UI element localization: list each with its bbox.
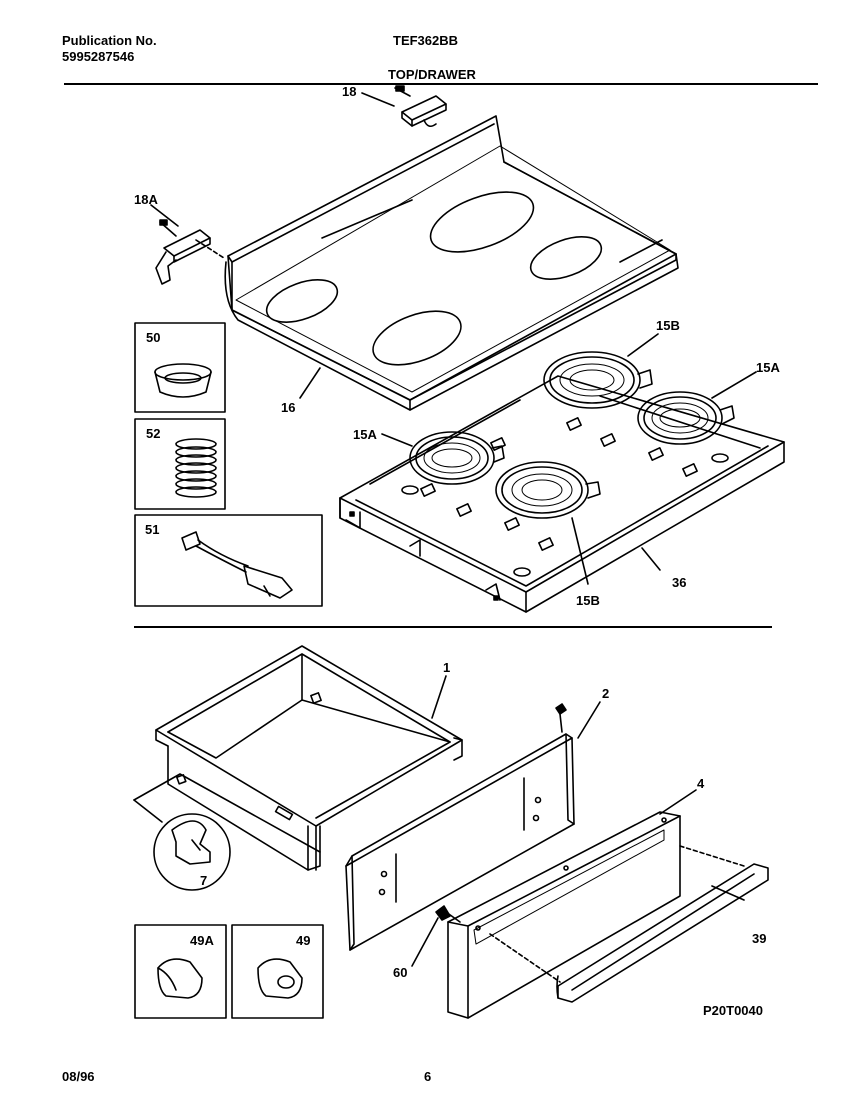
- header-rule: [64, 83, 818, 85]
- radiant-element-15a-left: [381, 431, 505, 485]
- callout-36: 36: [672, 575, 686, 590]
- callout-16: 16: [281, 400, 295, 415]
- inset-box-52: [134, 418, 226, 510]
- callout-60: 60: [393, 965, 407, 980]
- part-60-screw: [411, 905, 461, 967]
- part-4-drawer-panel: [447, 789, 697, 1019]
- part-36-burner-box: [339, 375, 785, 613]
- part-1-drawer: [155, 645, 463, 871]
- inset-box-49a: [134, 924, 227, 1019]
- radiant-element-15b-front: [495, 461, 601, 585]
- part-7-clip-detail: [133, 773, 321, 891]
- callout-50: 50: [146, 330, 160, 345]
- callout-2: 2: [602, 686, 609, 701]
- footer-date: 08/96: [62, 1069, 95, 1084]
- publication-number: 5995287546: [62, 49, 135, 64]
- callout-51: 51: [145, 522, 159, 537]
- part-18a-bracket: [150, 204, 211, 285]
- callout-39: 39: [752, 931, 766, 946]
- radiant-element-15a-right: [637, 371, 757, 445]
- callout-15b-top: 15B: [656, 318, 680, 333]
- callout-4: 4: [697, 776, 705, 791]
- callout-18: 18: [342, 84, 356, 99]
- section-divider: [134, 626, 772, 628]
- part-16-cooktop: [195, 115, 679, 411]
- callout-18a: 18A: [134, 192, 158, 207]
- inset-box-51: [134, 514, 323, 607]
- part-39-handle: [489, 845, 769, 1003]
- section-title: TOP/DRAWER: [388, 67, 476, 82]
- page-number: 6: [424, 1069, 432, 1084]
- callout-52: 52: [146, 426, 160, 441]
- drawing-code: P20T0040: [703, 1003, 763, 1018]
- callout-49a: 49A: [190, 933, 214, 948]
- callout-15b-bottom: 15B: [576, 593, 600, 608]
- callout-7: 7: [200, 873, 207, 888]
- part-18-bracket: [361, 85, 447, 128]
- inset-box-49: [231, 924, 324, 1019]
- callout-49: 49: [296, 933, 310, 948]
- part-2-drawer-front: [345, 701, 601, 951]
- callout-1: 1: [443, 660, 450, 675]
- radiant-element-15b-rear: [543, 333, 659, 409]
- callout-15a-left: 15A: [353, 427, 377, 442]
- model-number: TEF362BB: [393, 33, 459, 48]
- callout-15a-right: 15A: [756, 360, 780, 375]
- publication-label: Publication No.: [62, 33, 157, 48]
- inset-box-50: [134, 322, 226, 413]
